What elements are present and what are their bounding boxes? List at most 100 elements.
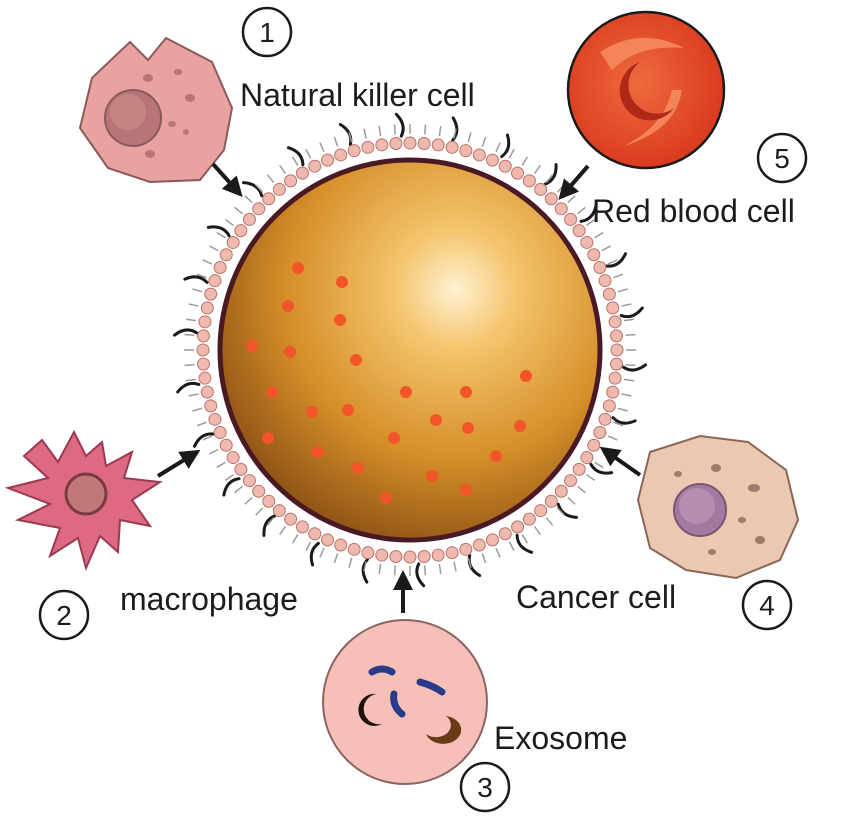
lipid-head [598, 274, 612, 288]
lipid-tail [363, 128, 367, 139]
lipid-head [213, 261, 227, 275]
lipid-tail [192, 407, 203, 412]
drug-dot [460, 484, 472, 496]
label-cancer-cell: Cancer cell [516, 579, 676, 615]
membrane-protein [515, 533, 534, 554]
lipid-head [417, 550, 431, 564]
lipid-tail [577, 485, 586, 494]
membrane-protein [579, 203, 598, 223]
lipid-tail [224, 219, 234, 227]
lipid-head [204, 287, 218, 301]
lipid-tail [556, 184, 565, 193]
membrane-protein [543, 163, 558, 186]
lipid-head [606, 301, 620, 315]
membrane-protein [415, 562, 426, 588]
lipid-head [472, 148, 486, 162]
drug-dot [490, 450, 502, 462]
lipid-head [602, 287, 616, 301]
lipid-tail [184, 333, 195, 337]
lipid-tail [545, 517, 554, 526]
lipid-head [564, 474, 578, 488]
lipid-head [459, 144, 473, 158]
lipid-head [389, 550, 403, 564]
lipid-tail [617, 407, 628, 412]
drug-dot [266, 386, 278, 398]
lipid-head [544, 192, 558, 206]
lipid-head [219, 438, 233, 452]
lipid-tail [348, 557, 353, 568]
lipid-head [610, 357, 624, 371]
membrane-protein [611, 416, 637, 425]
membrane-protein [193, 432, 215, 448]
natural-killer-cell-icon [78, 36, 234, 184]
membrane-protein [394, 112, 405, 138]
lipid-head [431, 138, 445, 152]
lipid-tail [481, 136, 487, 147]
lipid-tail [625, 333, 636, 337]
drug-dot [306, 406, 318, 418]
exosome-icon [322, 619, 488, 785]
number-badge-3-text: 3 [477, 772, 493, 803]
lipid-head [511, 520, 525, 534]
lipid-head [498, 159, 512, 173]
lipid-tail [567, 195, 576, 204]
lipid-head [196, 343, 210, 357]
drug-dot [430, 414, 442, 426]
lipid-head [252, 202, 266, 216]
lipid-head [284, 174, 298, 188]
lipid-head [196, 357, 210, 371]
label-natural-killer-cell: Natural killer cell [240, 77, 475, 113]
lipid-tail [453, 128, 457, 139]
lipid-head [534, 182, 548, 196]
arrow-from-cancer-cell [599, 446, 642, 477]
lipid-tail [186, 318, 197, 322]
lipid-tail [423, 565, 427, 576]
lipid-head [295, 520, 309, 534]
lipid-tail [244, 496, 253, 505]
lipid-tail [613, 273, 624, 279]
lipid-head [522, 512, 536, 526]
lipid-tail [467, 557, 472, 568]
lipid-head [554, 202, 568, 216]
uptake-arrows [156, 162, 642, 613]
lipid-head [602, 399, 616, 413]
lipid-tail [208, 245, 219, 252]
lipid-head [262, 192, 276, 206]
lipid-head [242, 474, 256, 488]
lipid-tail [255, 184, 264, 193]
lipid-head [511, 166, 525, 180]
number-badge-2: 2 [38, 589, 90, 641]
lipid-head [572, 224, 586, 238]
lipid-head [375, 138, 389, 152]
lipid-head [198, 315, 212, 329]
drug-dot [292, 262, 304, 274]
lipid-head [389, 136, 403, 150]
number-badge-4-text: 4 [759, 590, 775, 621]
lipid-head [485, 533, 499, 547]
lipid-tail [613, 421, 624, 427]
lipid-head [403, 550, 417, 564]
lipid-tail [481, 553, 487, 564]
drug-dot [284, 346, 296, 358]
lipid-head [219, 248, 233, 262]
lipid-tails [184, 124, 636, 576]
lipid-tail [495, 142, 501, 153]
lipid-tail [607, 259, 618, 265]
lipid-tail [305, 148, 312, 159]
cancer-cell-icon [636, 434, 800, 580]
lipid-head [593, 425, 607, 439]
lipid-head [375, 548, 389, 562]
number-badge-3: 3 [459, 761, 511, 813]
drug-dot [334, 314, 346, 326]
lipid-tail [333, 553, 339, 564]
number-badge-4: 4 [741, 579, 793, 631]
lipid-tail [234, 206, 243, 215]
lipid-head [485, 153, 499, 167]
lipid-tail [255, 507, 264, 516]
arrow-from-macrophage [156, 449, 201, 478]
lipid-tail [196, 273, 207, 279]
lipid-tail [545, 174, 554, 183]
lipid-tail [234, 485, 243, 494]
lipid-tail [186, 378, 197, 382]
membrane-protein [206, 225, 231, 238]
